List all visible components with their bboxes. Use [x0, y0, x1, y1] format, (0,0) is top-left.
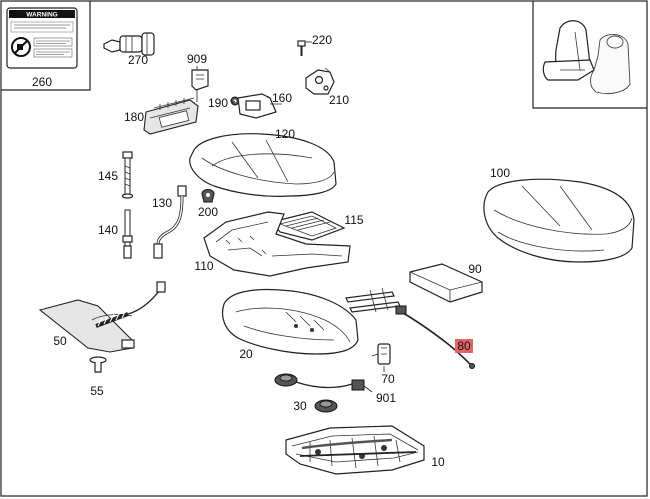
callout-140[interactable]: 140: [98, 223, 118, 237]
callout-90[interactable]: 90: [468, 262, 482, 276]
cable-80[interactable]: [395, 305, 475, 369]
highlight-80: [455, 339, 473, 353]
callout-145[interactable]: 145: [98, 169, 118, 183]
callout-labels: 260 270 909 220 180 190 160 210 120 145 …: [32, 33, 510, 469]
switch-panel-180[interactable]: [143, 97, 199, 135]
side-trim-50[interactable]: [38, 281, 166, 353]
actuator-30[interactable]: [274, 373, 338, 413]
callout-110[interactable]: 110: [194, 259, 213, 273]
screw-220[interactable]: [297, 40, 306, 56]
seat-heater-110[interactable]: [203, 211, 351, 277]
rod-140[interactable]: [122, 209, 133, 259]
callout-20[interactable]: 20: [239, 347, 253, 361]
harness-901[interactable]: [295, 379, 373, 393]
callout-100[interactable]: 100: [490, 166, 510, 180]
callout-80[interactable]: 80: [457, 339, 471, 353]
callout-270[interactable]: 270: [128, 53, 148, 67]
callout-160[interactable]: 160: [272, 91, 292, 105]
connector-270[interactable]: [103, 32, 155, 56]
bracket-70[interactable]: [377, 343, 391, 365]
callout-200[interactable]: 200: [198, 205, 218, 219]
callout-130[interactable]: 130: [152, 196, 172, 210]
warning-label-title: WARNING: [26, 12, 57, 19]
callout-180[interactable]: 180: [124, 110, 144, 124]
inset-box-260: [1, 1, 91, 91]
callout-70[interactable]: 70: [381, 372, 395, 386]
callout-120[interactable]: 120: [275, 127, 295, 141]
callout-210[interactable]: 210: [329, 93, 349, 107]
callout-909[interactable]: 909: [187, 52, 207, 66]
leader-lines: [196, 66, 385, 372]
seat-cushion-100[interactable]: [483, 178, 635, 263]
callout-901[interactable]: 901: [376, 391, 396, 405]
callout-50[interactable]: 50: [53, 334, 67, 348]
callout-220[interactable]: 220: [312, 33, 332, 47]
callout-10[interactable]: 10: [431, 455, 445, 469]
bracket-210[interactable]: [305, 67, 335, 95]
callout-30[interactable]: 30: [293, 399, 307, 413]
seat-frame-20[interactable]: [221, 288, 359, 355]
callout-190[interactable]: 190: [208, 96, 228, 110]
seat-overview-icon: [542, 20, 631, 95]
inset-box-seat-overview: [532, 1, 647, 109]
bracket-160[interactable]: [237, 93, 282, 119]
clip-909[interactable]: [191, 69, 209, 91]
bolt-145[interactable]: [121, 151, 134, 199]
warning-label[interactable]: WARNING: [6, 7, 78, 69]
callout-115[interactable]: 115: [344, 213, 363, 227]
seat-cushion-cover-120[interactable]: [189, 133, 337, 197]
base-frame-10[interactable]: [285, 425, 425, 475]
callout-260[interactable]: 260: [32, 75, 52, 89]
heater-mat-115[interactable]: [270, 211, 346, 241]
rail-bracket[interactable]: [345, 287, 401, 313]
hose-130[interactable]: [153, 185, 187, 259]
pin-55[interactable]: [89, 356, 107, 373]
clip-200[interactable]: [201, 189, 215, 203]
pad-90[interactable]: [409, 263, 483, 303]
callout-55[interactable]: 55: [90, 384, 104, 398]
